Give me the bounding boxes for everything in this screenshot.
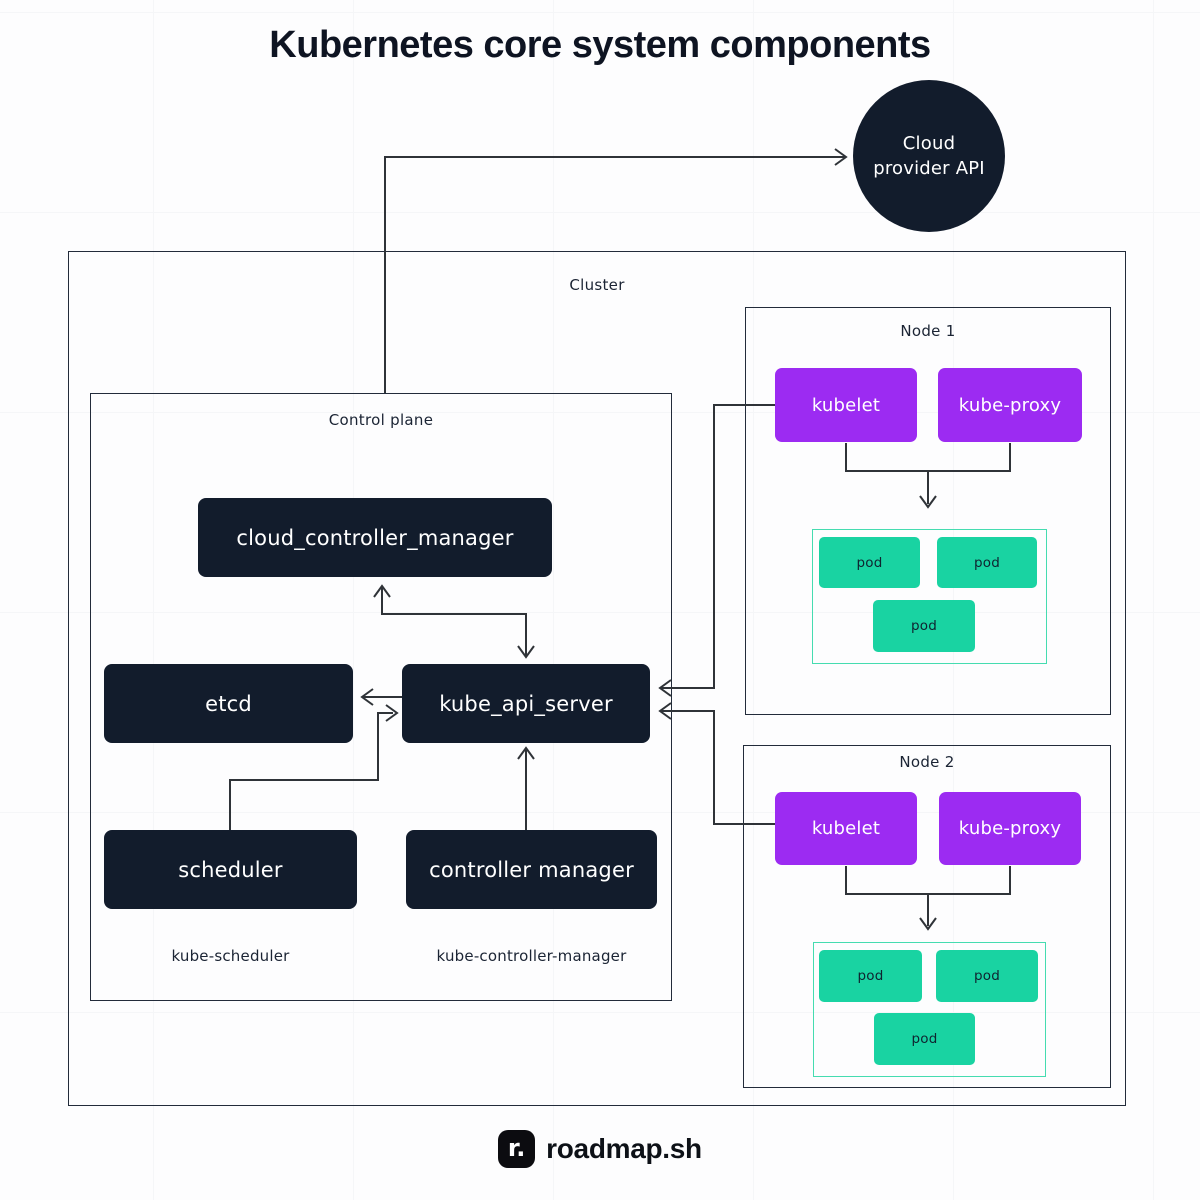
cloud-provider-api-node: Cloud provider API (853, 80, 1005, 232)
node2-kube-proxy-box: kube-proxy (939, 792, 1081, 865)
kube-scheduler-caption: kube-scheduler (171, 947, 290, 965)
brand-text: roadmap.sh (546, 1133, 702, 1164)
cloud-controller-manager-box: cloud_controller_manager (198, 498, 552, 577)
node1-pod-3: pod (873, 600, 975, 652)
controller-manager-box: controller manager (406, 830, 657, 909)
control-plane-box (90, 393, 672, 1001)
kube-api-server-box: kube_api_server (402, 664, 650, 743)
arrowhead-to-cloud (834, 148, 848, 166)
node2-pods-group (813, 942, 1046, 1077)
node2-kubelet-box: kubelet (775, 792, 917, 865)
footer-brand: r. roadmap.sh (0, 1130, 1200, 1168)
node1-pod-2: pod (937, 537, 1037, 588)
cloud-label-line1: Cloud (902, 132, 956, 154)
node1-label: Node 1 (900, 322, 956, 340)
node2-label: Node 2 (899, 753, 955, 771)
node1-pod-1: pod (819, 537, 920, 588)
cluster-label: Cluster (569, 276, 625, 294)
node1-pods-group (812, 529, 1047, 664)
node2-pod-3: pod (874, 1013, 975, 1065)
node2-pod-1: pod (819, 950, 922, 1002)
etcd-box: etcd (104, 664, 353, 743)
node2-box (743, 745, 1111, 1088)
node2-pod-2: pod (936, 950, 1038, 1002)
node1-kube-proxy-box: kube-proxy (938, 368, 1082, 442)
cloud-label-line2: provider API (873, 158, 985, 179)
node1-kubelet-box: kubelet (775, 368, 917, 442)
control-plane-label: Control plane (328, 411, 434, 429)
page-title: Kubernetes core system components (269, 24, 931, 66)
kube-controller-manager-caption: kube-controller-manager (436, 947, 627, 965)
roadmap-logo-icon: r. (498, 1130, 536, 1168)
scheduler-box: scheduler (104, 830, 357, 909)
